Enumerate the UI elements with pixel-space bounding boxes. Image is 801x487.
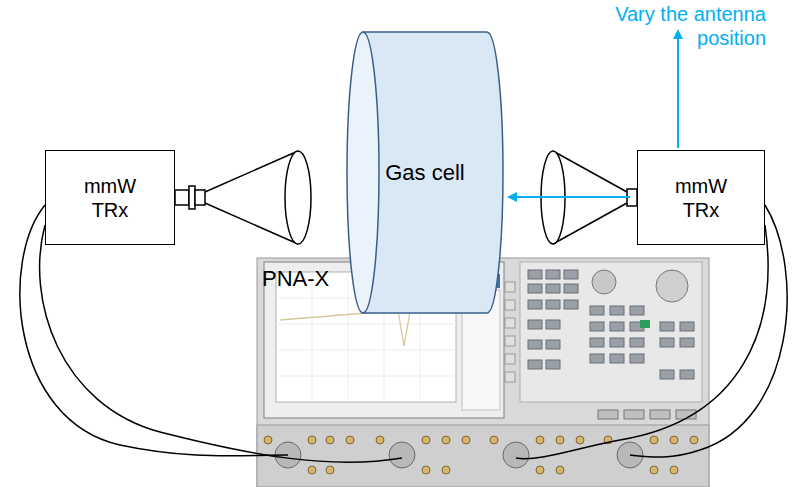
node-text: mmW TRx	[84, 174, 136, 222]
transceiver-box: mmW TRx	[45, 150, 175, 245]
transceiver-box: mmW TRx	[637, 150, 765, 245]
cylinder-face	[347, 32, 379, 313]
node-text: Gas cell	[385, 161, 464, 185]
node-text: mmW TRx	[675, 174, 727, 222]
annotation-text: Vary the antenna position	[572, 2, 766, 50]
left-horn-antenna	[175, 151, 311, 244]
cylinder-body	[363, 32, 503, 313]
instrument-label: PNA-X	[262, 266, 329, 292]
gas-cell: Gas cell	[345, 30, 505, 315]
